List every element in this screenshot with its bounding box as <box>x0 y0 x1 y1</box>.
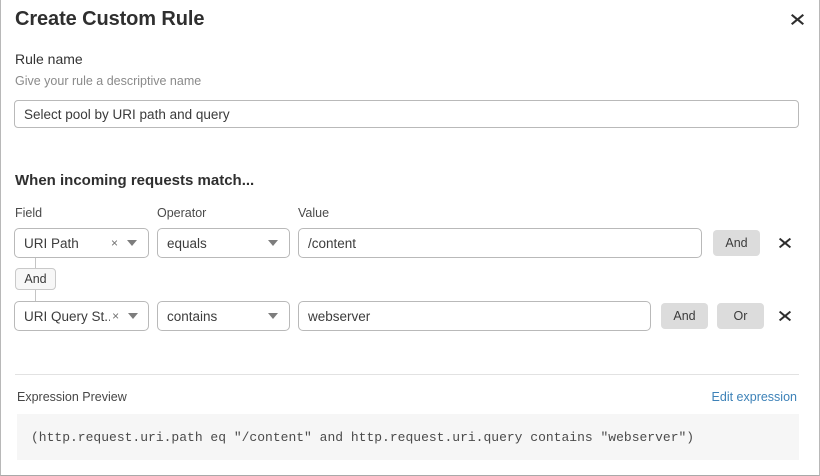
chevron-down-icon-row-1[interactable] <box>123 240 148 246</box>
connector-line-top <box>35 258 36 268</box>
expression-preview-label: Expression Preview <box>17 390 127 404</box>
close-icon[interactable] <box>785 7 809 31</box>
close-glyph <box>790 13 804 25</box>
close-glyph <box>778 237 792 249</box>
conditions-heading: When incoming requests match... <box>15 172 255 189</box>
field-select-row-2[interactable]: URI Query St... × <box>14 301 149 331</box>
close-glyph <box>778 310 792 322</box>
and-button-row-1[interactable]: And <box>713 230 760 256</box>
section-divider <box>15 374 799 375</box>
condition-row: URI Path × equals And <box>1 228 820 258</box>
field-select-value-row-1: URI Path <box>24 235 79 251</box>
condition-row: URI Query St... × contains And Or <box>1 301 820 331</box>
rule-name-input[interactable] <box>14 100 799 128</box>
clear-icon-row-1[interactable]: × <box>110 235 118 250</box>
and-button-row-2[interactable]: And <box>661 303 708 329</box>
chevron-down-icon-operator-row-2[interactable] <box>264 313 289 319</box>
delete-condition-icon-row-2[interactable] <box>773 304 797 328</box>
column-label-operator: Operator <box>157 206 207 220</box>
operator-select-row-1[interactable]: equals <box>157 228 290 258</box>
rule-name-help-text: Give your rule a descriptive name <box>15 74 202 88</box>
field-select-value-row-2: URI Query St... <box>24 308 111 324</box>
delete-condition-icon-row-1[interactable] <box>773 231 797 255</box>
operator-select-value-row-1: equals <box>167 235 207 251</box>
or-button-row-2[interactable]: Or <box>717 303 764 329</box>
column-label-value: Value <box>298 206 330 220</box>
rule-name-label: Rule name <box>15 51 83 67</box>
expression-preview-box: (http.request.uri.path eq "/content" and… <box>17 414 799 460</box>
expression-preview-text: (http.request.uri.path eq "/content" and… <box>31 429 695 445</box>
value-input-row-1[interactable] <box>298 228 702 258</box>
value-input-row-2[interactable] <box>298 301 651 331</box>
chevron-down-icon-row-2[interactable] <box>124 313 148 319</box>
dialog-title: Create Custom Rule <box>15 8 205 30</box>
operator-select-value-row-2: contains <box>167 308 218 324</box>
operator-select-row-2[interactable]: contains <box>157 301 290 331</box>
column-label-field: Field <box>15 206 43 220</box>
connector-line-bottom <box>35 290 36 301</box>
edit-expression-link[interactable]: Edit expression <box>711 390 797 404</box>
group-connector-and-button[interactable]: And <box>15 268 56 290</box>
chevron-down-icon-operator-row-1[interactable] <box>264 240 289 246</box>
field-select-row-1[interactable]: URI Path × <box>14 228 149 258</box>
clear-icon-row-2[interactable]: × <box>112 308 120 323</box>
